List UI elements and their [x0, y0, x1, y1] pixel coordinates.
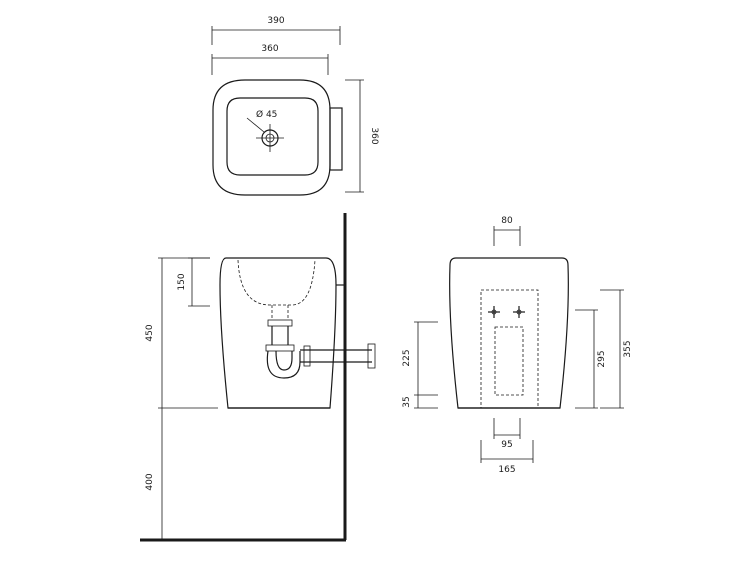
top-view: 390 360 360 Ø 45 [211, 16, 379, 196]
rear-inlet-slot [494, 326, 524, 396]
rear-dim-355: 355 [600, 289, 633, 409]
rear-dim-225: 225 [402, 321, 438, 396]
side-dim-400: 400 [145, 408, 163, 540]
rear-body-outline [449, 257, 569, 409]
fixing-point-left-icon [488, 306, 500, 318]
dim-450-label: 450 [145, 324, 155, 341]
dim-295-label: 295 [597, 350, 607, 367]
fixing-point-right-icon [513, 306, 525, 318]
rear-dim-80: 80 [493, 216, 521, 246]
dim-225-label: 225 [402, 349, 412, 366]
side-dim-150: 150 [177, 257, 210, 307]
dim-390-label: 390 [267, 16, 284, 26]
dim-150-label: 150 [177, 273, 187, 290]
rear-dim-95: 95 [493, 418, 521, 450]
dim-35-label: 35 [402, 396, 412, 407]
top-dim-390: 390 [211, 16, 341, 45]
dim-165-label: 165 [498, 465, 515, 475]
rear-fixing-plate [480, 289, 539, 409]
dim-80-label: 80 [501, 216, 513, 226]
rear-dim-35: 35 [402, 395, 438, 409]
top-dim-360-width: 360 [211, 44, 329, 75]
top-outer-outline [212, 79, 331, 196]
rear-dim-165: 165 [480, 440, 534, 475]
dim-355-label: 355 [623, 340, 633, 357]
hole-diameter-label: Ø 45 [256, 109, 277, 120]
side-view: 150 450 400 [140, 213, 376, 542]
dim-400-label: 400 [145, 473, 155, 490]
top-back-plate [329, 107, 343, 171]
top-inner-basin [226, 97, 319, 176]
dim-95-label: 95 [501, 440, 512, 450]
dim-360-depth-label: 360 [369, 127, 379, 144]
side-dim-450: 450 [145, 257, 218, 409]
rear-view: 80 225 35 295 355 [402, 216, 633, 475]
side-basin-hidden [237, 259, 316, 306]
side-body-outline [219, 257, 337, 409]
drain-trap [265, 305, 376, 379]
dim-360-width-label: 360 [261, 44, 278, 54]
rear-dim-295: 295 [575, 309, 607, 409]
top-dim-360-depth: 360 [345, 79, 379, 193]
